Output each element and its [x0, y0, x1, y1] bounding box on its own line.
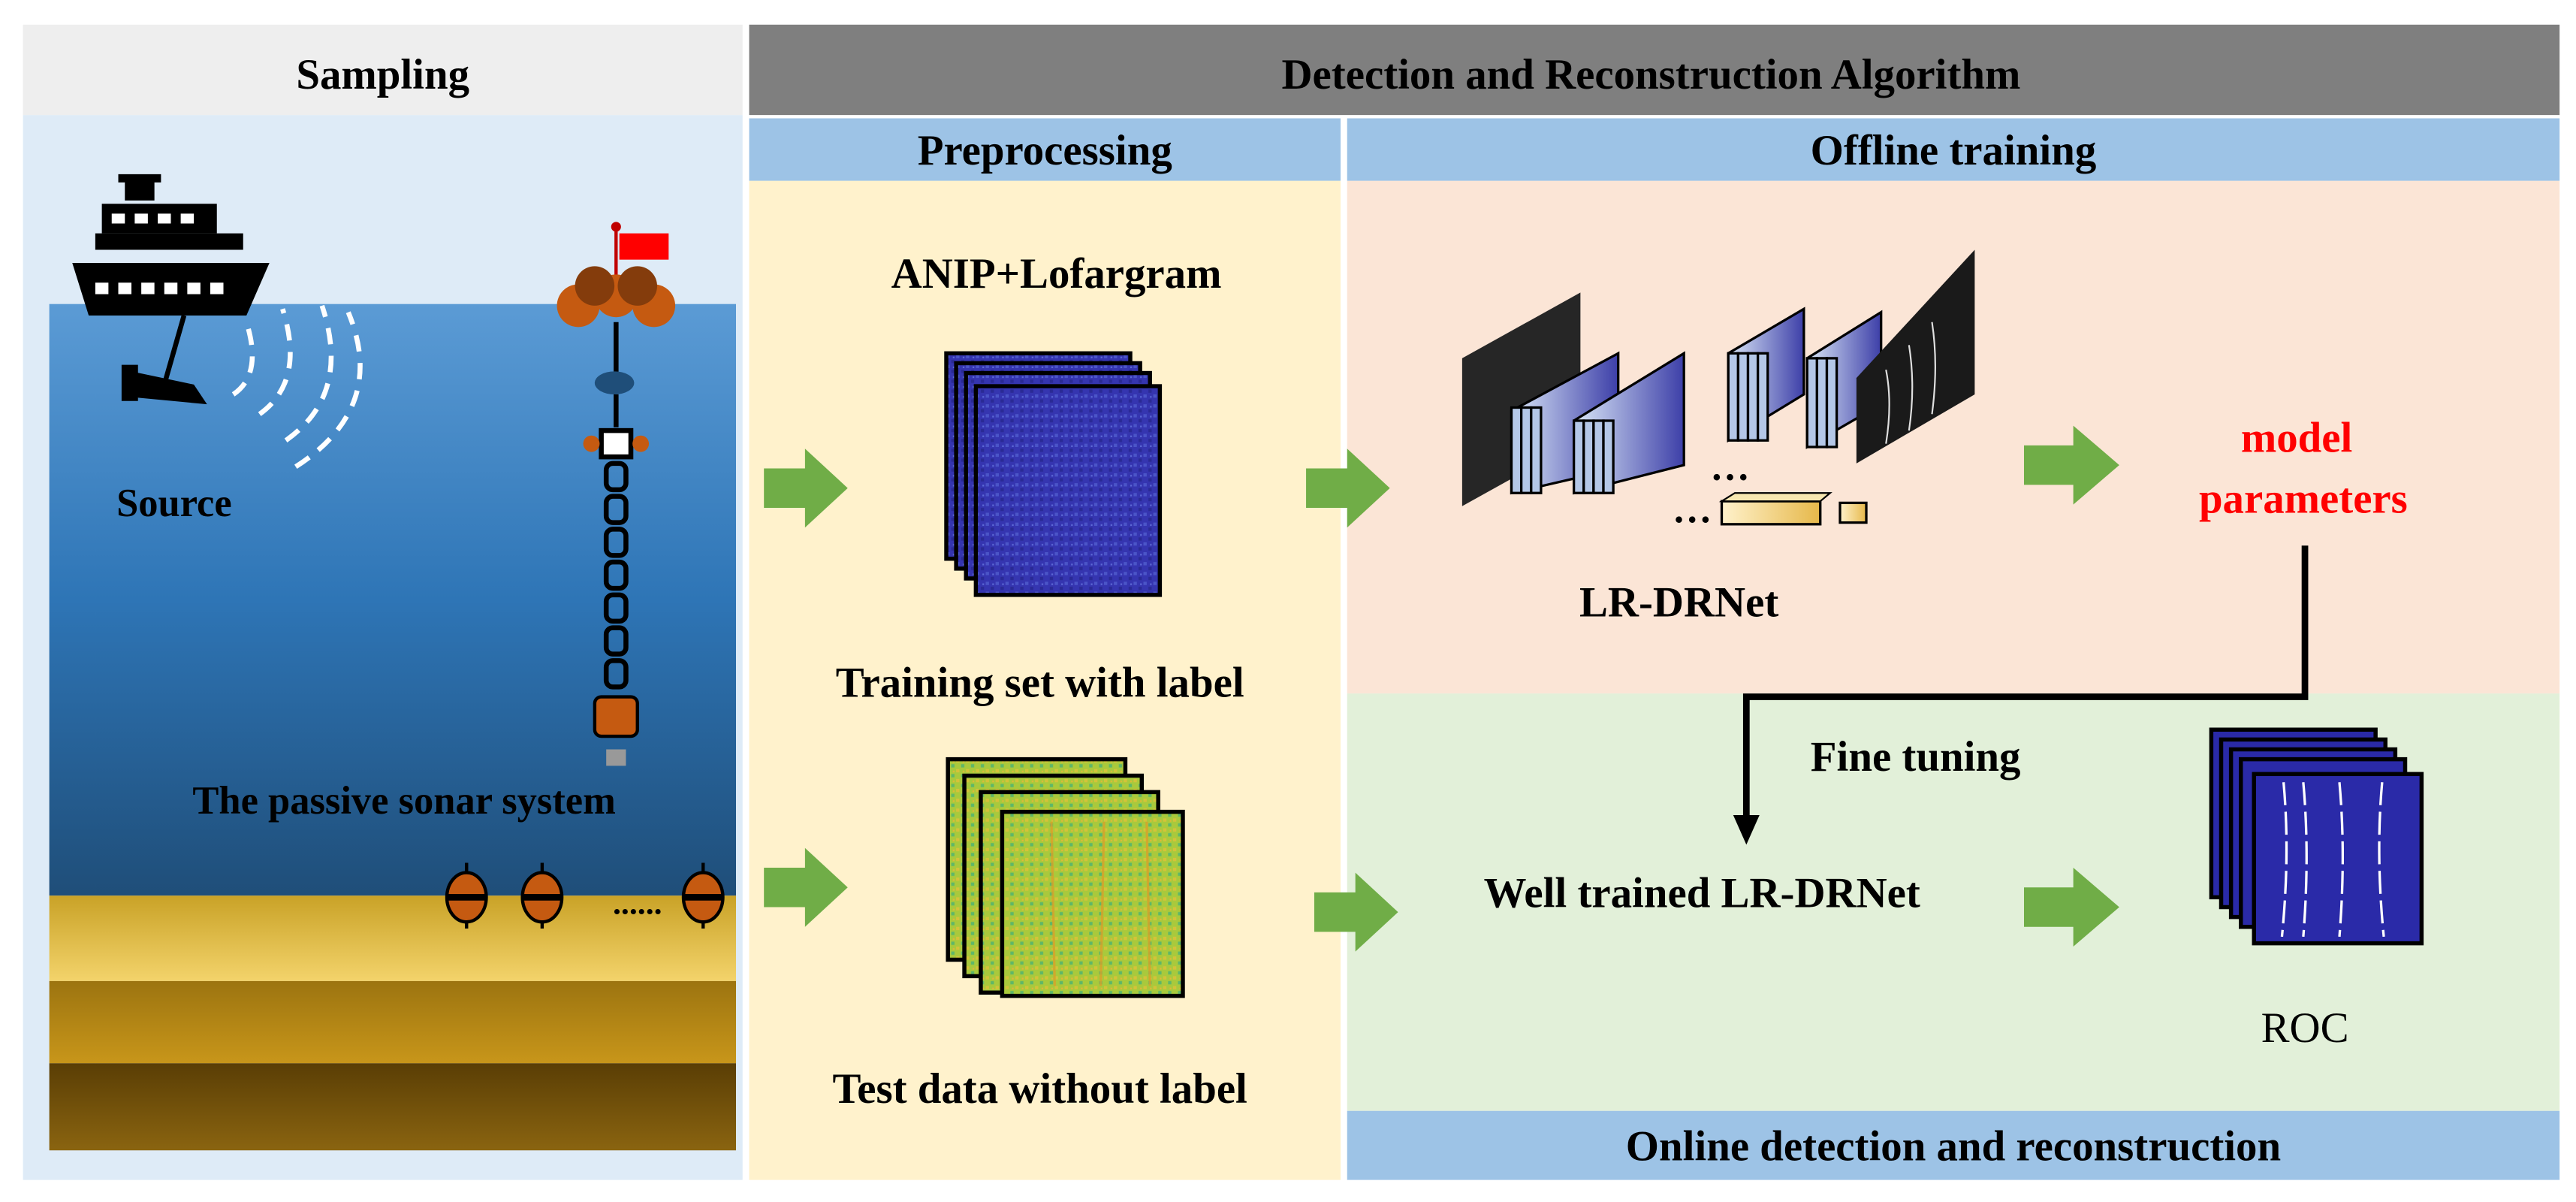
fine-tuning-connector: [1733, 545, 2309, 845]
preprocessing-header-label: Preprocessing: [918, 127, 1172, 174]
sampling-header-label: Sampling: [296, 51, 469, 98]
reconstruction-output-stack: [2209, 727, 2424, 946]
sound-waves-icon: [231, 304, 363, 470]
seabed-sensor-icon: [445, 862, 488, 929]
arrow-trained-to-roc: [2024, 868, 2119, 947]
online-header-label: Online detection and reconstruction: [1626, 1122, 2281, 1170]
network-label: LR-DRNet: [1579, 578, 1778, 626]
test-spectrogram-stack: [946, 757, 1185, 998]
training-spectrogram-stack: [944, 351, 1163, 597]
source-label: Source: [116, 482, 232, 525]
algorithm-header-label: Detection and Reconstruction Algorithm: [1281, 51, 2020, 98]
seabed-layer-1: [49, 895, 736, 981]
arrow-sampling-to-test: [764, 847, 848, 927]
online-header: [1347, 1110, 2560, 1180]
seabed-layer-2: [49, 980, 736, 1064]
seabed-sensor-icon: [681, 862, 725, 929]
preprocessing-panel: [749, 180, 1341, 1180]
algorithm-header: [749, 24, 2560, 116]
mooring-chain-icon: [583, 322, 650, 766]
svg-text:…: …: [1710, 445, 1750, 489]
training-set-label: Training set with label: [836, 660, 1244, 707]
preprocessing-header: [749, 118, 1341, 181]
buoy-icon: [557, 222, 676, 328]
model-parameters-label-line1: model: [2241, 415, 2352, 462]
arrow-sampling-to-training: [764, 448, 848, 528]
arrow-test-to-trained: [1314, 872, 1398, 952]
features-label: ANIP+Lofargram: [891, 250, 1222, 297]
model-parameters-label-line2: parameters: [2199, 476, 2408, 523]
test-data-label: Test data without label: [833, 1065, 1247, 1113]
arrow-training-to-net: [1306, 448, 1390, 528]
sonar-system-label: The passive sonar system: [192, 779, 615, 823]
sound-source-icon: [121, 315, 207, 405]
roc-label: ROC: [2261, 1004, 2349, 1052]
sampling-header: [23, 24, 743, 116]
seabed-sensor-icon: [520, 862, 564, 929]
network-architecture-icon: … …: [1461, 249, 1975, 532]
svg-text:…: …: [1673, 488, 1712, 532]
arrow-net-to-parameters: [2024, 425, 2119, 505]
ship-icon: [72, 174, 270, 316]
offline-header-label: Offline training: [1811, 127, 2097, 174]
trained-net-label: Well trained LR-DRNet: [1484, 870, 1920, 917]
offline-header: [1347, 118, 2560, 181]
sea-water: [49, 304, 736, 896]
seabed-layer-3: [49, 1063, 736, 1151]
sensor-dots: ......: [613, 885, 662, 921]
fine-tuning-label: Fine tuning: [1811, 733, 2021, 781]
